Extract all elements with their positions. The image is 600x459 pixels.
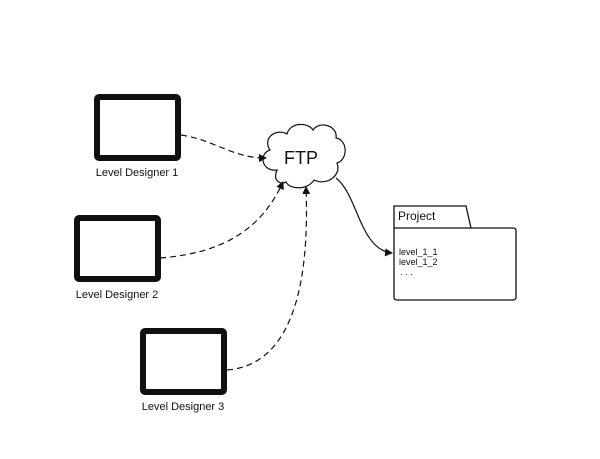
project-item: level_1_2: [399, 257, 438, 267]
cloud-icon: [262, 123, 346, 189]
sync-arrow: [335, 177, 393, 257]
upload-arrow-2: [159, 181, 284, 259]
project-item: . . .: [400, 267, 413, 277]
project-title: Project: [398, 209, 436, 223]
folder-icon: [393, 205, 517, 301]
designer-label: Level Designer 2: [76, 289, 159, 301]
designer-label: Level Designer 1: [96, 167, 179, 179]
designer-label: Level Designer 3: [142, 401, 225, 413]
ftp-label: FTP: [284, 148, 318, 168]
monitor-icon: [140, 328, 227, 395]
upload-arrow-1: [180, 134, 267, 162]
monitor-icon: [74, 215, 161, 282]
upload-arrow-3: [226, 186, 311, 371]
monitor-icon: [94, 94, 181, 161]
level-designer-1: Level Designer 1: [94, 94, 181, 179]
project-folder: Project level_1_1 level_1_2 . . .: [393, 205, 517, 301]
project-item: level_1_1: [399, 247, 438, 257]
level-designer-3: Level Designer 3: [140, 328, 227, 413]
level-designer-2: Level Designer 2: [74, 215, 161, 301]
ftp-cloud: FTP: [262, 123, 346, 189]
